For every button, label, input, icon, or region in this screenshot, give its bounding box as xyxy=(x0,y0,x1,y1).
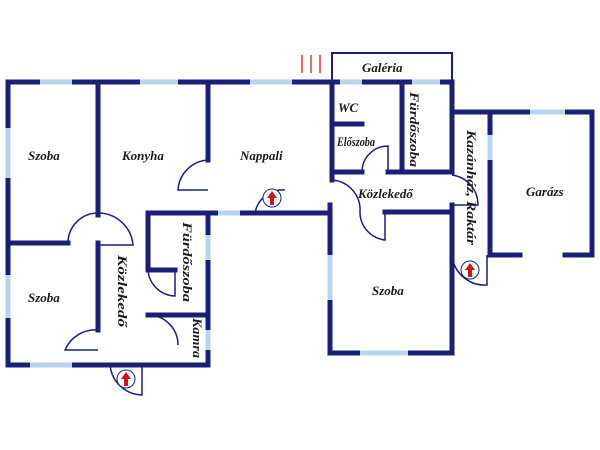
door xyxy=(451,254,488,286)
room-label-nappali: Nappali xyxy=(239,148,283,163)
door xyxy=(451,174,479,206)
room-label-szoba-2: Szoba xyxy=(372,283,404,298)
room-label-wc: WC xyxy=(338,100,359,115)
entrance-arrow-icon xyxy=(116,369,136,389)
door xyxy=(147,269,176,297)
door xyxy=(361,145,389,173)
room-label-kozlekedo-2: Közlekedő xyxy=(115,254,130,329)
entrance-arrow-icon xyxy=(460,260,480,280)
door xyxy=(97,212,134,246)
wall-left-bottom xyxy=(5,79,211,368)
entrance-arrow-icon xyxy=(262,188,282,208)
door xyxy=(63,329,99,351)
room-label-garazs: Garázs xyxy=(526,184,564,199)
door xyxy=(331,179,361,213)
door xyxy=(177,159,209,191)
room-label-galeria: Galéria xyxy=(362,60,403,75)
room-label-szoba-3: Szoba xyxy=(28,290,60,305)
room-label-kazanhaz-raktar: Kazánház, Raktár xyxy=(464,129,479,246)
room-label-furdoszoba-1: Fürdőszoba xyxy=(407,91,422,168)
door xyxy=(67,212,99,244)
room-label-konyha: Konyha xyxy=(121,148,164,163)
room-label-furdoszoba-2: Fürdőszoba xyxy=(180,221,195,303)
door xyxy=(359,211,386,241)
room-label-kamra: Kamra xyxy=(190,317,205,359)
room-label-kozlekedo-1: Közlekedő xyxy=(357,186,414,201)
room-label-szoba-1: Szoba xyxy=(28,148,60,163)
room-label-eloszoba: Előszoba xyxy=(336,134,375,149)
door xyxy=(147,314,179,346)
